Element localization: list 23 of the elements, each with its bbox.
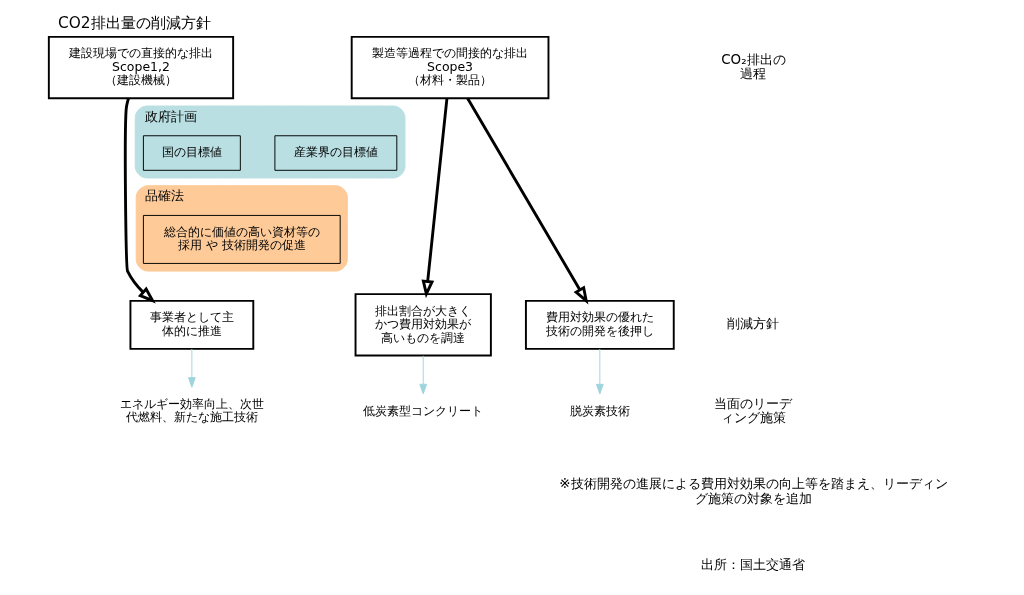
arrow <box>188 348 196 388</box>
label: ※技術開発の進展による費用対効果の向上等を踏まえ、リーディング施策の対象を追加 <box>559 476 948 506</box>
node-box: 排出割合が大きくかつ費用対効果が高いものを調達 <box>354 293 492 357</box>
node-box: 総合的に価値の高い資材等の採用 や 技術開発の促進 <box>142 214 341 264</box>
node-box: 建設現場での直接的な排出 Scope1,2 （建設機械） <box>47 35 235 100</box>
label: 出所：国土交通省 <box>701 556 806 572</box>
arrow <box>419 355 428 395</box>
node-box: 費用対効果の優れた技術の開発を後押し <box>524 299 675 350</box>
node-box: 製造等過程での間接的な排出 Scope3 （材料・製品） <box>350 35 550 100</box>
arrow <box>421 98 449 299</box>
label: 削減方針 <box>727 316 780 332</box>
node-text: 脱炭素技術 <box>569 402 630 418</box>
diagram-title: CO2排出量の削減方針 <box>57 14 211 33</box>
node-box: 国の目標値 <box>142 135 241 171</box>
node-box: 事業者として主体的に推進 <box>129 299 255 350</box>
arrow <box>466 97 589 305</box>
label: CO₂排出の過程 <box>721 51 786 82</box>
label: 当面のリーディング施策 <box>714 395 793 425</box>
node-box: 産業界の目標値 <box>274 135 398 171</box>
arrow <box>123 98 156 304</box>
node-text: 低炭素型コンクリート <box>363 402 484 418</box>
arrow <box>596 348 604 395</box>
node-text: エネルギー効率向上、次世代燃料、新たな施工技術 <box>119 395 264 425</box>
